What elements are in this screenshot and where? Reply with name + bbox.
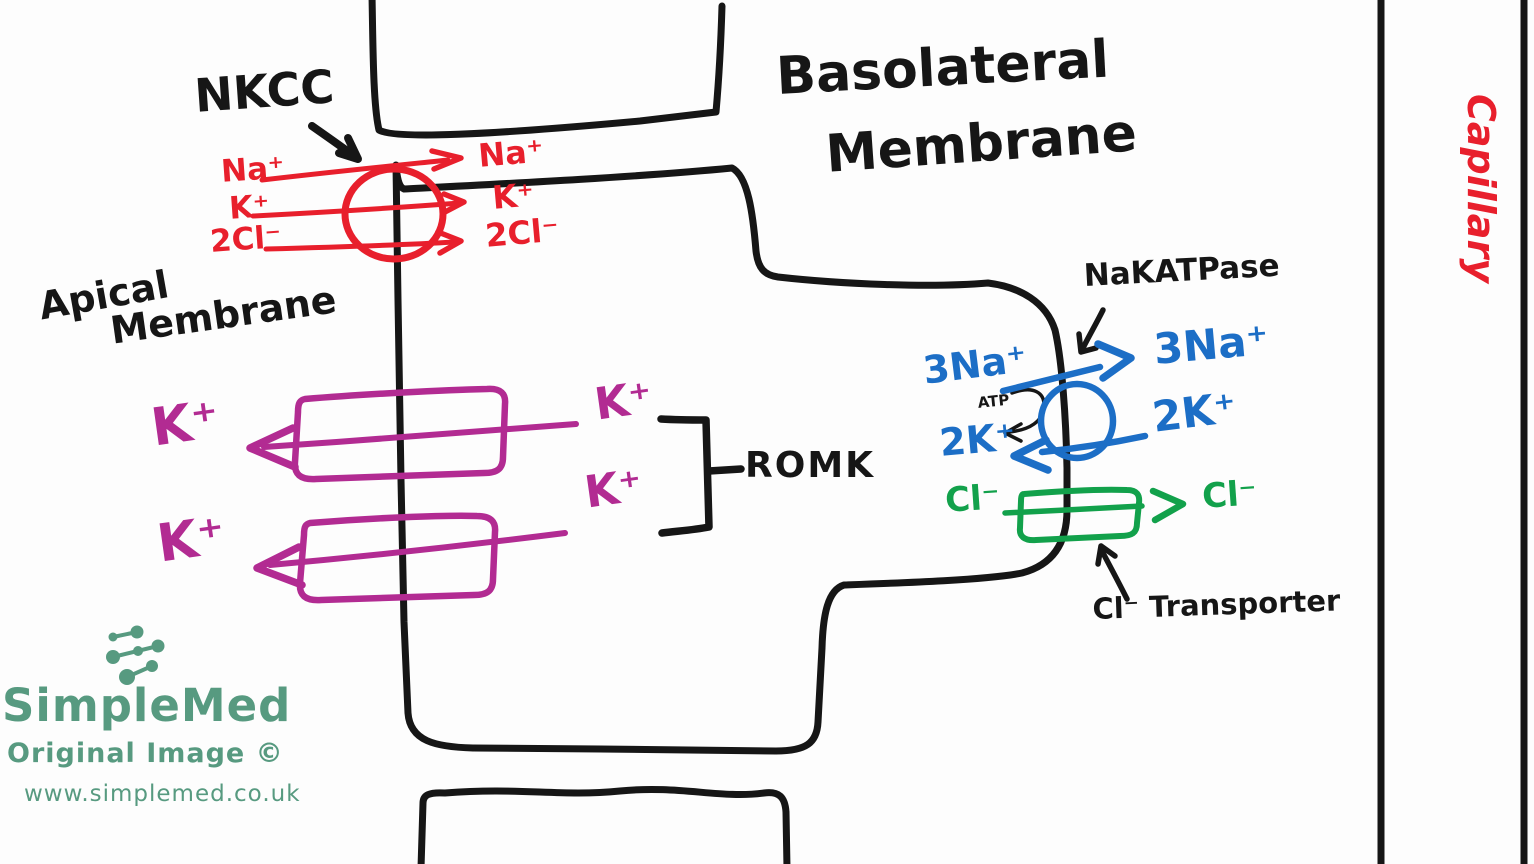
k-arrowhead (441, 191, 467, 215)
romk-bracket (657, 415, 745, 537)
romk-channels (246, 385, 579, 604)
nkcc-transporter (250, 148, 467, 263)
romk1-k-left-label: K⁺ (147, 389, 224, 459)
nkcc-label: NKCC (192, 59, 336, 123)
simplemed-molecule-icon (106, 625, 165, 685)
romk1-k-right-label: K⁺ (591, 372, 656, 431)
romk2-k-left-label: K⁺ (153, 505, 230, 575)
nkcc-k-right-label: K⁺ (490, 175, 536, 217)
cl-left-label: Cl⁻ (943, 477, 1002, 521)
cl-channel-rect (1016, 486, 1143, 544)
cl-transporter-label: Cl⁻ Transporter (1091, 583, 1341, 626)
pump-k-left-label: 2K⁺ (937, 414, 1018, 465)
watermark-caption: Original Image © (7, 738, 284, 769)
cl-right-label: Cl⁻ (1200, 473, 1259, 517)
nkcc-channel-circle (341, 165, 447, 263)
lower-cell-outline (417, 786, 791, 864)
pump-na-right-label: 3Na⁺ (1151, 314, 1271, 374)
cl-flow-line-green (1002, 503, 1145, 516)
watermark-website: www.simplemed.co.uk (24, 781, 301, 807)
nkcc-cl-right-label: 2Cl⁻ (483, 210, 561, 255)
na3-flow-line (999, 363, 1104, 395)
upper-cell-outline (368, 0, 726, 139)
nakatpase-pointer-arrow (1076, 307, 1106, 355)
romk-label: ROMK (745, 445, 876, 486)
annotation-arrows (308, 122, 1130, 602)
nkcc-na-right-label: Na⁺ (476, 131, 546, 175)
cl-flow-line (263, 239, 458, 252)
romk-channel-1 (291, 385, 509, 483)
cl-transporter-pointer-arrow (1095, 543, 1130, 602)
nakatpase-pump (999, 340, 1149, 474)
romk2-flow-line (267, 530, 568, 568)
na3-arrowhead (1094, 340, 1135, 382)
k-flow-line (250, 200, 463, 219)
cl-arrowhead (435, 229, 464, 256)
capillary-label: Capillary (1459, 94, 1503, 283)
main-cell-outline (392, 161, 1071, 755)
cell-membrane-outlines (368, 0, 1528, 864)
romk-channel-2 (296, 512, 499, 604)
cl-transporter (1002, 486, 1187, 544)
nkcc-cl-left-label: 2Cl⁻ (208, 219, 283, 260)
romk2-arrowhead (253, 543, 306, 589)
pump-k-right-label: 2K⁺ (1149, 382, 1239, 442)
na-arrowhead (429, 148, 464, 172)
romk2-k-right-label: K⁺ (581, 460, 646, 519)
na-flow-line (259, 157, 451, 183)
cl-arrowhead-green (1149, 487, 1187, 524)
watermark-brand: SimpleMed (2, 679, 292, 732)
k2-flow-line (1038, 432, 1149, 456)
pump-circle (1037, 380, 1117, 462)
romk1-flow-line (261, 421, 579, 450)
romk1-arrowhead (246, 424, 299, 471)
nkcc-na-left-label: Na⁺ (219, 149, 286, 190)
nkcc-pointer-arrow (308, 122, 362, 163)
k2-arrowhead (1010, 436, 1052, 474)
atp-label: ATP (976, 390, 1011, 412)
